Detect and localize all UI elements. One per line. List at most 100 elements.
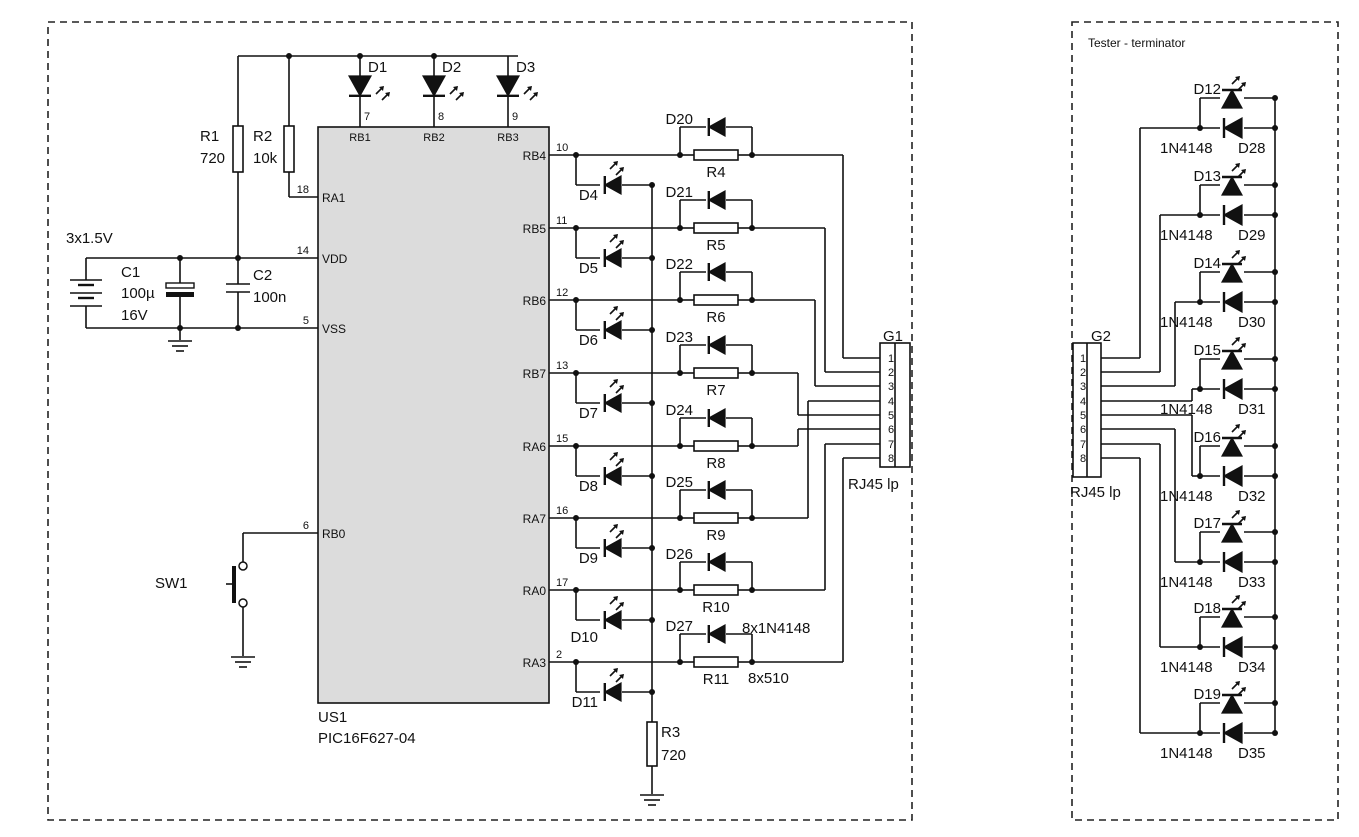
junction-dot bbox=[1272, 443, 1278, 449]
led-d7 bbox=[603, 392, 622, 414]
pin-number: 17 bbox=[556, 577, 568, 589]
connector-pin-number: 7 bbox=[888, 439, 894, 451]
diode-d20 bbox=[707, 116, 726, 138]
light-arrows bbox=[609, 161, 624, 176]
arrow-head bbox=[613, 524, 618, 529]
resistor-r5 bbox=[693, 222, 739, 234]
diode-ref: D22 bbox=[665, 256, 693, 273]
diode-triangle bbox=[1220, 693, 1244, 714]
junction-dot bbox=[1272, 95, 1278, 101]
pin-name: RA7 bbox=[523, 512, 547, 526]
diode-d25 bbox=[707, 479, 726, 501]
res-ref: R6 bbox=[706, 309, 725, 326]
diode-triangle bbox=[1220, 607, 1244, 628]
junction-dot bbox=[1272, 700, 1278, 706]
arrow-head bbox=[619, 240, 624, 245]
g2-type: RJ45 lp bbox=[1070, 484, 1121, 501]
led-d6 bbox=[603, 319, 622, 341]
light-arrows bbox=[1231, 250, 1246, 265]
light-arrows bbox=[609, 596, 624, 611]
diode-triangle bbox=[707, 551, 726, 573]
arrow-head bbox=[1235, 681, 1240, 686]
arrow-head bbox=[527, 86, 532, 91]
arrow-head bbox=[379, 86, 384, 91]
arrow-head bbox=[1235, 250, 1240, 255]
diode-d30 bbox=[1222, 290, 1243, 314]
connector-pin-number: 8 bbox=[888, 453, 894, 465]
r1-resistor bbox=[232, 125, 244, 173]
switch-label: SW1 bbox=[155, 575, 188, 592]
diode-triangle bbox=[603, 465, 622, 487]
pin-number: 6 bbox=[303, 520, 309, 532]
pin-name: VDD bbox=[322, 252, 348, 266]
res-ref: R10 bbox=[702, 599, 730, 616]
diode-triangle bbox=[1222, 203, 1243, 227]
pin-name: RB0 bbox=[322, 527, 346, 541]
led-d1 bbox=[347, 75, 373, 98]
diode-ref: D30 bbox=[1238, 314, 1266, 331]
led-d4 bbox=[603, 174, 622, 196]
led-d3 bbox=[495, 75, 521, 98]
res-ref: R11 bbox=[703, 671, 729, 688]
arrow-head bbox=[619, 458, 624, 463]
diode-d34 bbox=[1222, 635, 1243, 659]
diode-d35 bbox=[1222, 721, 1243, 745]
connector-pin-number: 1 bbox=[1080, 353, 1086, 365]
diode-triangle bbox=[1222, 116, 1243, 140]
junction-dot bbox=[1272, 386, 1278, 392]
arrow-head bbox=[619, 674, 624, 679]
pin-number: 18 bbox=[297, 184, 309, 196]
c1-capacitor bbox=[165, 282, 195, 297]
diode-ref: D33 bbox=[1238, 574, 1266, 591]
diode-type: 1N4148 bbox=[1160, 401, 1213, 418]
diode-d21 bbox=[707, 189, 726, 211]
diode-triangle bbox=[421, 75, 447, 98]
pin-name: RB7 bbox=[523, 367, 547, 381]
diode-triangle bbox=[1220, 88, 1244, 109]
res-note: 8x510 bbox=[748, 670, 789, 687]
diode-d32 bbox=[1222, 464, 1243, 488]
c1-ref: C1 bbox=[121, 264, 140, 281]
diode-ref: D25 bbox=[665, 474, 693, 491]
light-arrows bbox=[609, 234, 624, 249]
led-d17 bbox=[1220, 522, 1244, 543]
connector-pin-number: 5 bbox=[888, 410, 894, 422]
light-arrows bbox=[609, 379, 624, 394]
led-d12 bbox=[1220, 88, 1244, 109]
switch-section bbox=[226, 532, 318, 668]
diode-triangle bbox=[603, 537, 622, 559]
pin-number: 14 bbox=[297, 245, 309, 257]
diode-triangle bbox=[495, 75, 521, 98]
diode-ref: D28 bbox=[1238, 140, 1266, 157]
arrow-head bbox=[1235, 595, 1240, 600]
arrow-head bbox=[1241, 687, 1246, 692]
led-d10 bbox=[603, 609, 622, 631]
diode-ref: D29 bbox=[1238, 227, 1266, 244]
diode-d31 bbox=[1222, 377, 1243, 401]
diode-ref: D31 bbox=[1238, 401, 1266, 418]
arrow-head bbox=[385, 92, 390, 97]
diode-d26 bbox=[707, 551, 726, 573]
led-d8 bbox=[603, 465, 622, 487]
battery-symbol bbox=[70, 279, 102, 307]
arrow-head bbox=[1241, 82, 1246, 87]
c1-value: 100µ bbox=[121, 285, 155, 302]
arrow-head bbox=[619, 312, 624, 317]
connector-pin-number: 8 bbox=[1080, 453, 1086, 465]
junction-dot bbox=[1272, 356, 1278, 362]
mcu-ref: US1 bbox=[318, 709, 347, 726]
diode-triangle bbox=[707, 116, 726, 138]
arrow-head bbox=[453, 86, 458, 91]
diode-type: 1N4148 bbox=[1160, 140, 1213, 157]
led-d13 bbox=[1220, 175, 1244, 196]
diode-triangle bbox=[1222, 377, 1243, 401]
diode-triangle bbox=[603, 609, 622, 631]
led-ref: D19 bbox=[1193, 686, 1221, 703]
diode-triangle bbox=[603, 681, 622, 703]
arrow-head bbox=[613, 161, 618, 166]
pin-number: 7 bbox=[364, 111, 370, 123]
connector-pin-number: 6 bbox=[888, 424, 894, 436]
arrow-head bbox=[1241, 601, 1246, 606]
junction-dot bbox=[1272, 529, 1278, 535]
